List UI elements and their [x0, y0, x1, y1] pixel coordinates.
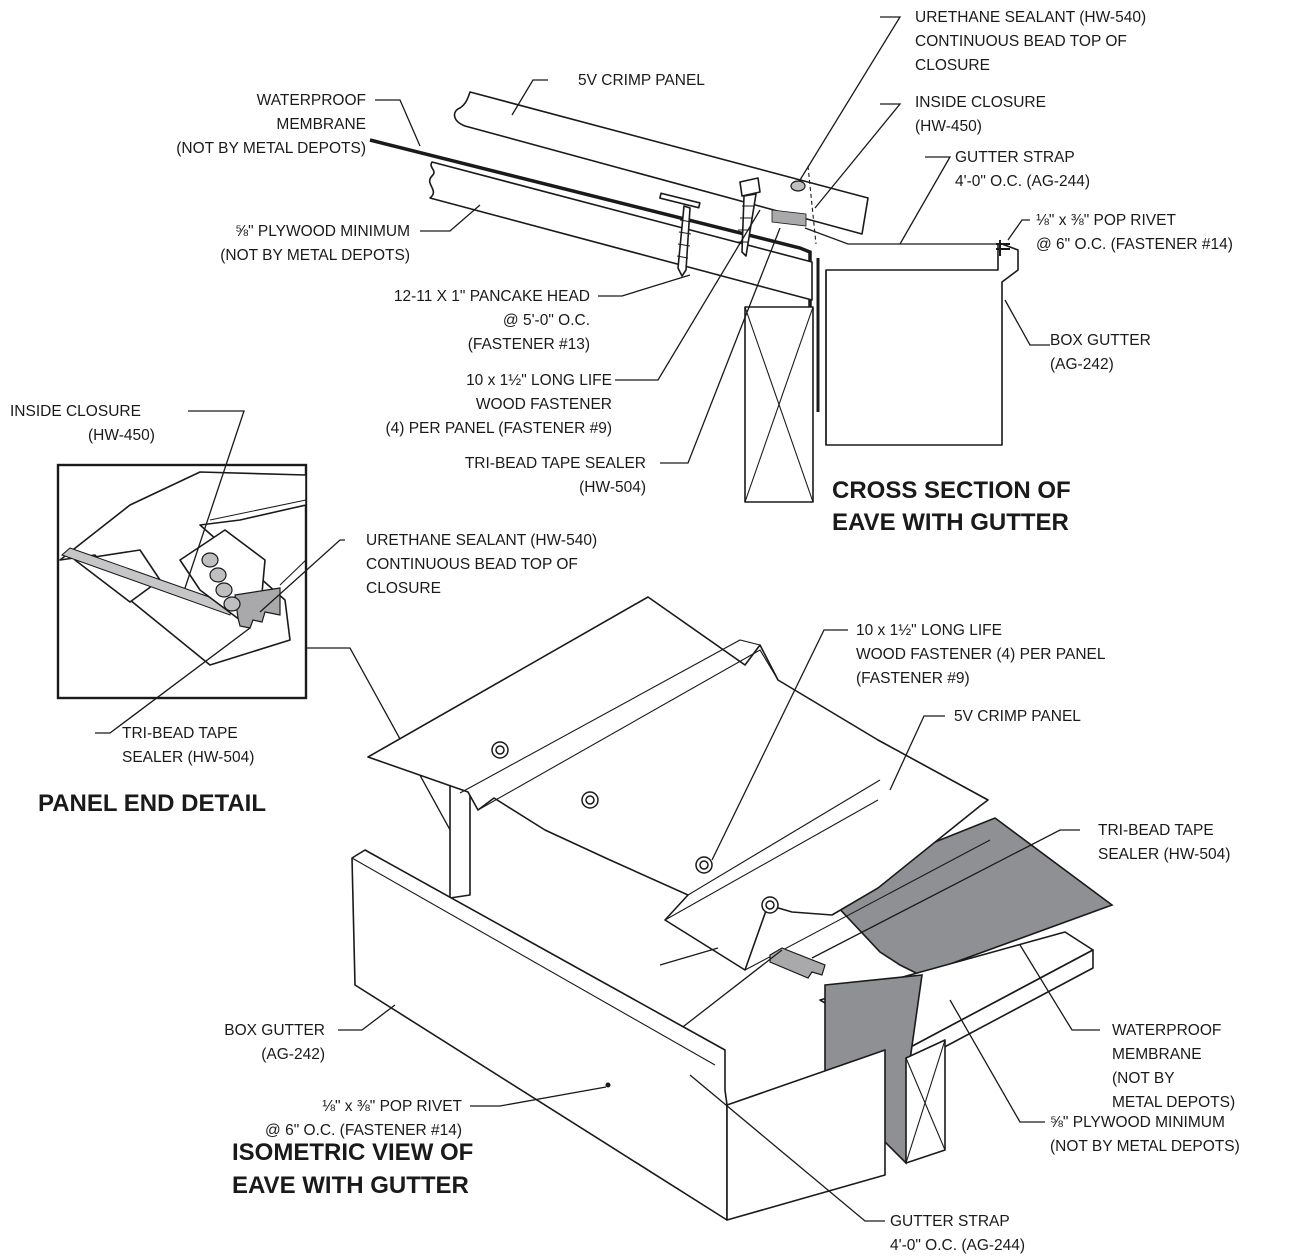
cross-wood-fastener	[736, 177, 761, 257]
cross-rivet-label: ⅛" x ⅜" POP RIVET@ 6" O.C. (FASTENER #14…	[1036, 212, 1233, 253]
panel-closure-label: INSIDE CLOSURE(HW-450)	[10, 403, 155, 444]
iso-tri-bead	[769, 947, 826, 979]
cross-section-text: URETHANE SEALANT (HW-540)CONTINUOUS BEAD…	[176, 9, 1233, 536]
iso-crimp-label: 5V CRIMP PANEL	[954, 708, 1081, 725]
cross-tri-bead	[771, 209, 807, 227]
cross-plywood	[428, 161, 813, 301]
cross-plywood-label: ⅝" PLYWOOD MINIMUM(NOT BY METAL DEPOTS)	[220, 223, 410, 264]
panel-end-detail	[56, 410, 461, 849]
cross-crimp-label: 5V CRIMP PANEL	[578, 72, 705, 89]
iso-plywood-label: ⅝" PLYWOOD MINIMUM(NOT BY METAL DEPOTS)	[1050, 1114, 1240, 1155]
panel-urethane-label: URETHANE SEALANT (HW-540)CONTINUOUS BEAD…	[366, 532, 597, 597]
cross-tri-bead-label: TRI-BEAD TAPE SEALER(HW-504)	[465, 455, 646, 496]
cross-urethane-label: URETHANE SEALANT (HW-540)CONTINUOUS BEAD…	[915, 9, 1146, 74]
cross-box-gutter	[825, 243, 1019, 446]
cross-closure-label: INSIDE CLOSURE(HW-450)	[915, 94, 1046, 135]
panel-urethane-bead	[201, 552, 241, 612]
cross-pancake-fastener	[659, 192, 701, 277]
iso-fastener-heads	[491, 741, 779, 914]
iso-rivet-label: ⅛" x ⅜" POP RIVET@ 6" O.C. (FASTENER #14…	[265, 1098, 462, 1139]
cross-gutter-label: BOX GUTTER(AG-242)	[1050, 332, 1151, 373]
iso-crimp-panel	[367, 596, 989, 971]
panel-end-title: PANEL END DETAIL	[38, 790, 266, 817]
cross-gutter-strap	[804, 227, 1013, 253]
cross-pancake-label: 12-11 X 1" PANCAKE HEAD@ 5'-0" O.C.(FAST…	[394, 288, 590, 353]
panel-end-text: INSIDE CLOSURE(HW-450) URETHANE SEALANT …	[10, 403, 597, 817]
cross-urethane-bead	[790, 180, 806, 192]
cross-pop-rivet	[996, 240, 1010, 256]
cross-crimp-panel	[453, 91, 869, 235]
isometric-drawing	[351, 596, 1114, 1221]
iso-gutter-label: BOX GUTTER(AG-242)	[224, 1022, 325, 1063]
cross-fascia-block	[744, 306, 814, 503]
cross-section-drawing	[369, 91, 1019, 503]
iso-fascia-block	[905, 1039, 946, 1164]
